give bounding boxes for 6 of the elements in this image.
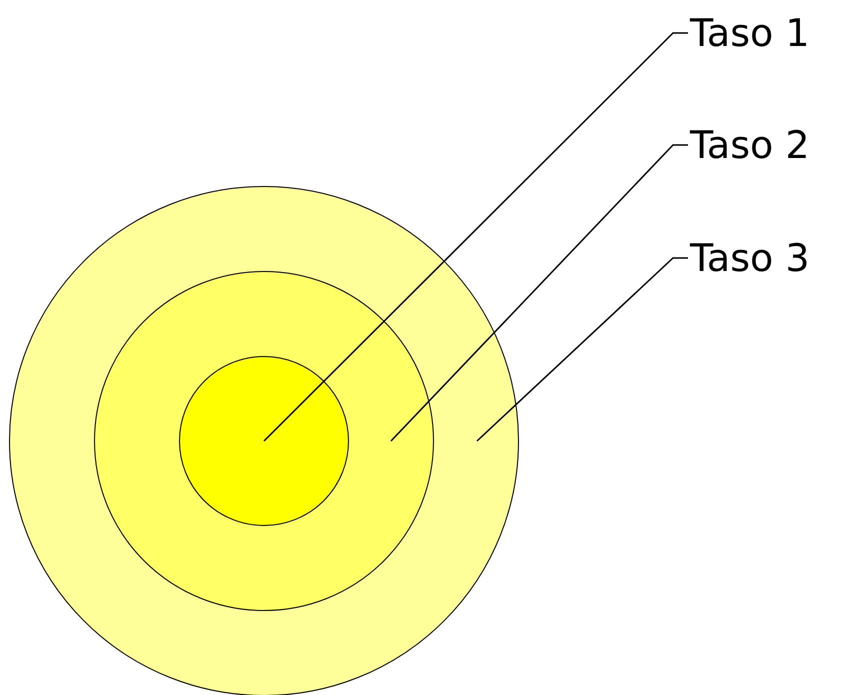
layer-label: Taso 1 — [690, 11, 810, 55]
leader-line — [476, 257, 688, 442]
layer-label: Taso 3 — [690, 236, 810, 280]
leader-line — [390, 144, 688, 442]
leader-line — [263, 32, 688, 442]
layer-label: Taso 2 — [690, 123, 810, 167]
